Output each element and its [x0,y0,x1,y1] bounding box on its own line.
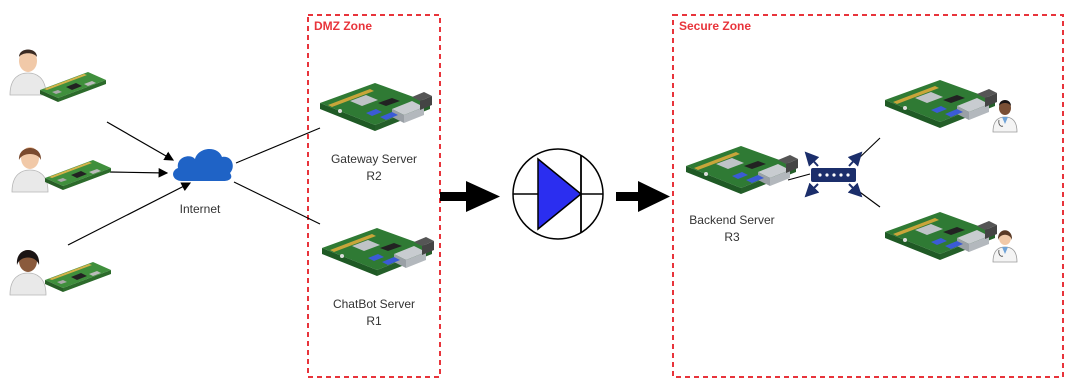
user-icon [11,147,49,193]
cloud-icon [173,148,233,181]
connector-internet-gateway [235,127,321,164]
user-icon [9,250,47,296]
secure-zone-border [672,14,1064,378]
backend-server-label: Backend Server R3 [672,212,792,246]
connector-internet-chatbot [233,181,321,225]
pi-zero-board-icon [40,72,106,102]
connector-backend-switch [787,173,811,181]
raspberry-pi-icon [885,212,997,260]
backend-server-id: R3 [724,230,740,244]
dmz-zone-title: DMZ Zone [314,19,372,33]
doctor-icon [992,100,1018,133]
raspberry-pi-icon [885,80,997,128]
chatbot-server-name: ChatBot Server [332,297,416,311]
flow-arrow-diode-to-secure [616,181,670,212]
secure-zone-title: Secure Zone [679,19,752,33]
chatbot-server-label: ChatBot Server R1 [314,296,434,330]
connector-user2-internet [109,168,169,178]
gateway-server-id: R2 [366,169,382,183]
backend-server-name: Backend Server [689,213,775,227]
user-icon [9,49,47,96]
connector-user1-internet [106,121,175,161]
connector-switch-client2 [856,189,881,208]
pi-zero-board-icon [45,160,111,190]
flow-arrow-dmz-to-diode [440,181,500,212]
dmz-zone-border [307,14,441,378]
network-switch-icon [804,151,863,198]
gateway-server-label: Gateway Server R2 [314,151,434,185]
pi-zero-board-icon [45,262,111,292]
chatbot-server-id: R1 [366,314,382,328]
raspberry-pi-icon [322,228,434,276]
connector-user3-internet [67,182,192,246]
gateway-server-name: Gateway Server [330,152,418,166]
data-diode-icon [512,148,604,240]
raspberry-pi-icon [320,83,432,131]
doctor-icon [992,230,1018,263]
raspberry-pi-icon [686,146,798,194]
connector-switch-client1 [856,137,881,161]
internet-label: Internet [179,202,221,216]
